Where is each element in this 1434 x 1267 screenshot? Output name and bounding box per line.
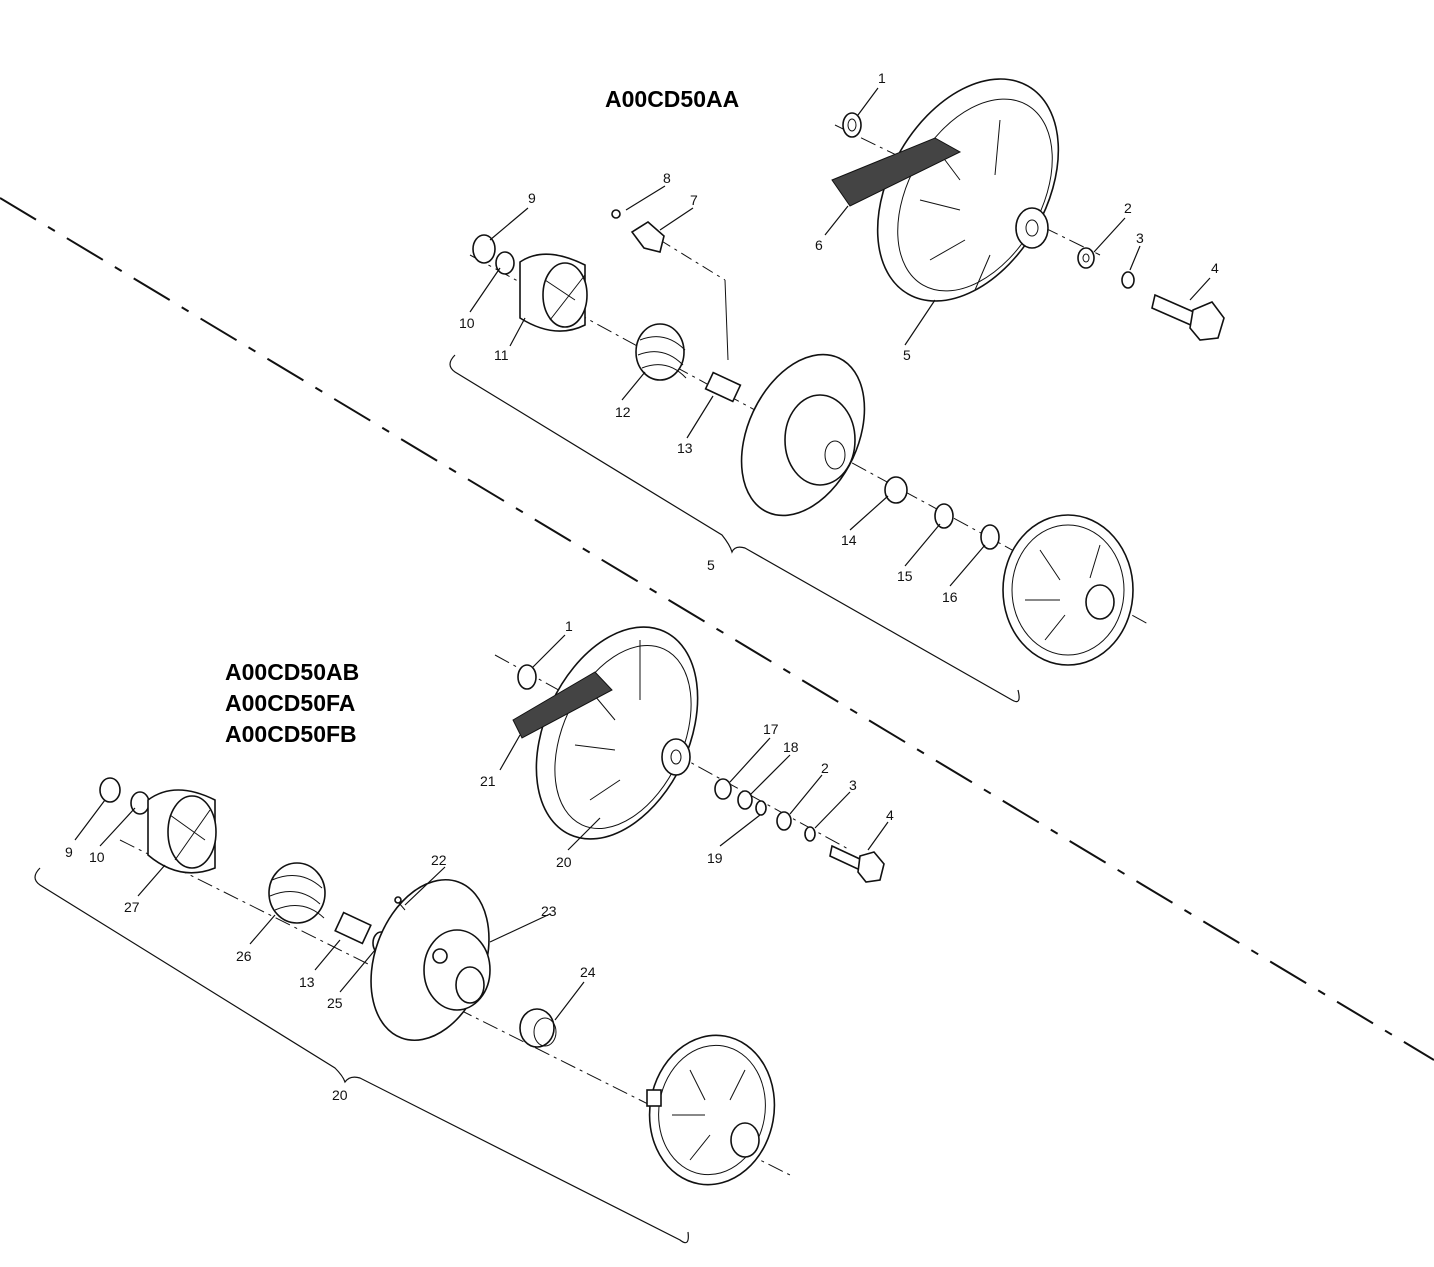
stationary-sheave-part-23 — [370, 878, 491, 1042]
callout: 17 — [763, 721, 779, 737]
fixed-sheave-part-16 — [1002, 514, 1134, 666]
callout: 1 — [878, 70, 886, 86]
callout: 16 — [942, 589, 958, 605]
callout: 8 — [663, 170, 671, 186]
callout: 9 — [65, 844, 73, 860]
washer-part-10 — [495, 251, 515, 275]
separator-dashed-line — [0, 197, 1434, 1061]
callout: 7 — [690, 192, 698, 208]
callout: 21 — [480, 773, 496, 789]
spring-part-12 — [635, 323, 687, 381]
callout: 20 — [332, 1087, 348, 1103]
spring-part-26 — [268, 862, 326, 924]
bolt-part-4 — [829, 844, 885, 883]
callout: 5 — [903, 347, 911, 363]
assembly-brace-20 — [34, 867, 689, 1244]
washer-part-1 — [517, 664, 537, 690]
callout: 13 — [677, 440, 693, 456]
callout: 14 — [841, 532, 857, 548]
callout: 5 — [707, 557, 715, 573]
model-label-bottom-2: A00CD50FA — [225, 690, 355, 716]
snap-ring-part-9 — [472, 234, 496, 264]
callout: 4 — [886, 807, 894, 823]
screw-part-22 — [394, 896, 402, 904]
callout: 22 — [431, 852, 447, 868]
callout: 2 — [1124, 200, 1132, 216]
assembly-brace-5 — [449, 354, 1020, 703]
washer-part-10 — [130, 791, 150, 815]
bottom-assembly: A00CD50AB A00CD50FA A00CD50FB 1 21 17 18… — [34, 618, 894, 1244]
washer-part-17 — [714, 778, 732, 800]
bushing-part-13 — [334, 911, 372, 945]
callout: 3 — [849, 777, 857, 793]
model-label-bottom-1: A00CD50AB — [225, 659, 359, 685]
weight-part-7 — [630, 221, 665, 253]
callout: 3 — [1136, 230, 1144, 246]
callout: 10 — [89, 849, 105, 865]
callout: 23 — [541, 903, 557, 919]
washer-part-18 — [737, 790, 753, 810]
callout: 24 — [580, 964, 596, 980]
callout: 13 — [299, 974, 315, 990]
spacer-part-19 — [755, 800, 767, 816]
bottom-callouts: 1 21 17 18 2 3 4 19 20 9 10 27 26 22 23 … — [65, 618, 894, 1103]
washer-part-2 — [1077, 247, 1095, 269]
cam-part-11 — [519, 253, 588, 332]
callout: 1 — [565, 618, 573, 634]
callout: 20 — [556, 854, 572, 870]
drive-belt-part-6 — [831, 137, 962, 207]
callout: 6 — [815, 237, 823, 253]
callout: 26 — [236, 948, 252, 964]
screw-part-8 — [611, 209, 621, 219]
callout: 12 — [615, 404, 631, 420]
stationary-sheave — [740, 353, 866, 517]
washer-part-1 — [842, 112, 862, 138]
model-label-bottom-3: A00CD50FB — [225, 721, 357, 747]
bushing-part-14 — [884, 476, 908, 504]
callout: 18 — [783, 739, 799, 755]
callout: 9 — [528, 190, 536, 206]
callout: 19 — [707, 850, 723, 866]
washer-part-15 — [934, 503, 954, 529]
callout: 4 — [1211, 260, 1219, 276]
moveable-sheave-part-5 — [876, 78, 1060, 302]
model-label-top: A00CD50AA — [605, 86, 739, 112]
moveable-sheave-part-20 — [535, 626, 699, 840]
lock-washer-part-3 — [1121, 271, 1135, 289]
bushing-part-24 — [519, 1008, 557, 1048]
top-assembly: A00CD50AA 1 2 3 4 5 6 7 8 9 10 11 12 13 … — [449, 70, 1225, 703]
snap-ring-part-9 — [99, 777, 121, 803]
callout: 2 — [821, 760, 829, 776]
callout: 11 — [494, 347, 509, 363]
fixed-sheave — [646, 1034, 776, 1186]
top-callouts: 1 2 3 4 5 6 7 8 9 10 11 12 13 14 15 16 5 — [459, 70, 1219, 605]
callout: 10 — [459, 315, 475, 331]
callout: 15 — [897, 568, 913, 584]
drive-belt-part-21 — [512, 671, 613, 739]
callout: 25 — [327, 995, 343, 1011]
bushing-part-13 — [704, 371, 742, 403]
cam-part-27 — [147, 789, 217, 874]
washer-part-2 — [776, 811, 792, 831]
bolt-part-4 — [1151, 293, 1225, 341]
lock-washer-part-3 — [804, 826, 816, 842]
washer-part-16 — [980, 524, 1000, 550]
callout: 27 — [124, 899, 140, 915]
